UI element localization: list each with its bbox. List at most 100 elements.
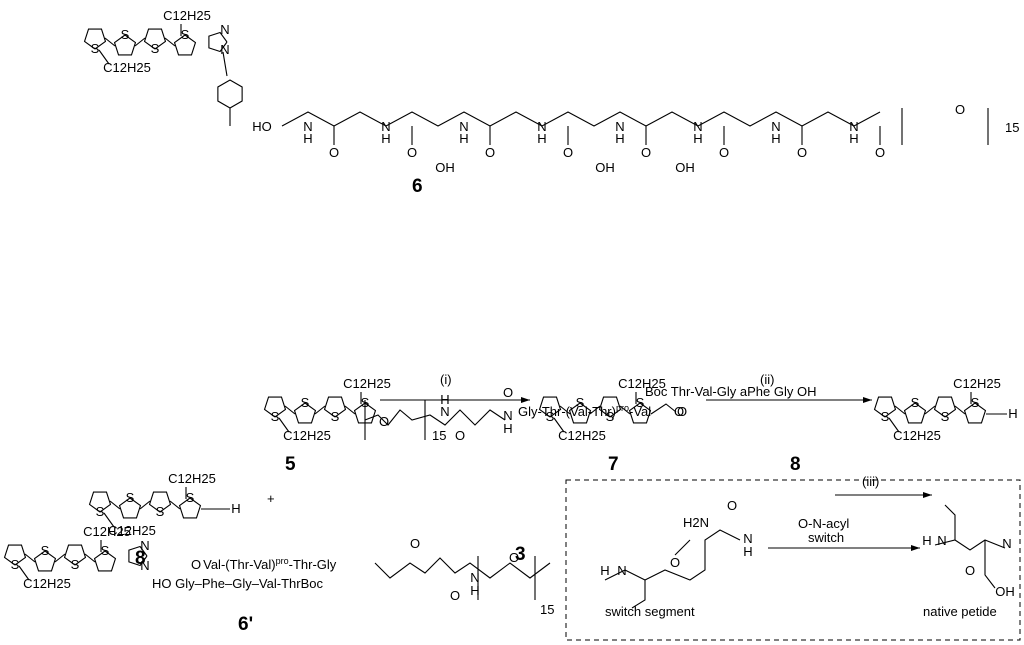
dodecyl-substituent: C12H25 — [343, 376, 391, 391]
carbonyl-oxygen: O — [407, 145, 417, 160]
reaction-arrow-ii-head — [863, 397, 872, 403]
dodecyl-substituent: C12H25 — [618, 376, 666, 391]
carbonyl-oxygen: O — [965, 563, 975, 578]
thiophene-ring — [903, 402, 927, 424]
carbonyl-oxygen: O — [450, 588, 460, 603]
thiophene-ring — [63, 544, 87, 566]
amide-hydrogen: H — [440, 392, 449, 407]
native-backbone — [934, 539, 1006, 551]
dodecyl-substituent: C12H25 — [23, 576, 71, 591]
amide-hydrogen: H — [743, 544, 752, 559]
sulfur-atom: S — [151, 41, 160, 56]
thiophene-link — [24, 553, 36, 563]
carbonyl-oxygen: O — [797, 145, 807, 160]
sulfur-atom: S — [361, 395, 370, 410]
reagent-iii: (iii) — [862, 474, 879, 489]
amide-nitrogen: N — [459, 119, 468, 134]
threonine-hydroxyl: OH — [675, 160, 695, 175]
ester-oxygen: O — [670, 555, 680, 570]
sulfur-atom: S — [271, 409, 280, 424]
thiophene-link — [139, 500, 151, 510]
bond — [553, 417, 565, 433]
aldehyde-oxygen: O — [677, 404, 687, 419]
thiophene-link — [314, 405, 326, 415]
thiophene-link — [284, 405, 296, 415]
amide-hydrogen: H — [537, 131, 546, 146]
sulfur-atom: S — [96, 504, 105, 519]
thiophene-ring — [3, 544, 27, 566]
dodecyl-substituent: C12H25 — [953, 376, 1001, 391]
sulfur-atom: S — [941, 409, 950, 424]
bond — [278, 417, 290, 433]
triazole-ring — [208, 31, 228, 53]
reagent-i: (i) — [440, 372, 452, 387]
thiophene-ring — [148, 491, 172, 513]
thiophene-link — [84, 553, 96, 563]
c6p-peptide-bottom: HO Gly–Phe–Gly–Val-ThrBoc — [152, 576, 323, 591]
compound-label-8-reactant: 8 — [135, 548, 146, 569]
threonine-hydroxyl: OH — [995, 584, 1015, 599]
thiophene-ring — [88, 491, 112, 513]
switch-backbone — [604, 529, 741, 581]
alkyne-hydrogen: H — [1008, 406, 1017, 421]
reagent-ii: (ii) — [760, 372, 774, 387]
amide-nitrogen: N — [470, 570, 479, 585]
inset-arrow-label-1: O-N-acyl — [798, 516, 849, 531]
c3-ester-oxygen: O — [674, 404, 684, 419]
amide-nitrogen: N — [303, 119, 312, 134]
nitrogen-atom: N — [220, 42, 229, 57]
c3-branch-peptide: Boc Thr-Val-Gly aPhe Gly OH — [645, 384, 816, 399]
threonine-side-chain — [984, 540, 996, 589]
reaction-arrow-iii-head — [923, 492, 932, 498]
compound-label-6: 6 — [412, 176, 423, 197]
sulfur-atom: S — [11, 557, 20, 572]
thiophene-ring — [568, 402, 592, 424]
thiophene-ring — [143, 28, 167, 50]
dodecyl-substituent: C12H25 — [283, 428, 331, 443]
thiophene-link — [619, 405, 631, 415]
amide-hydrogen: H — [693, 131, 702, 146]
sulfur-atom: S — [971, 395, 980, 410]
carbonyl-oxygen: O — [329, 145, 339, 160]
amide-nitrogen: N — [537, 119, 546, 134]
thiophene-link — [109, 500, 121, 510]
acyl-transfer-curve — [674, 539, 691, 556]
carbonyl-oxygen: O — [485, 145, 495, 160]
amide-nitrogen: N — [440, 404, 449, 419]
thiophene-link — [559, 405, 571, 415]
amide-hydrogen: H — [303, 131, 312, 146]
bond — [888, 417, 900, 433]
amide-nitrogen: N — [937, 533, 946, 548]
thiophene-ring — [173, 34, 197, 56]
dodecyl-substituent: C12H25 — [893, 428, 941, 443]
c3-backbone — [364, 409, 506, 426]
o-n-acyl-switch-inset — [565, 479, 1021, 641]
carbonyl-oxygen: O — [455, 428, 465, 443]
thiophene-ring — [933, 396, 957, 418]
amide-nitrogen: N — [771, 119, 780, 134]
amide-nitrogen: N — [693, 119, 702, 134]
amide-hydrogen: H — [849, 131, 858, 146]
compound-label-8: 8 — [790, 454, 801, 475]
sulfur-atom: S — [41, 543, 50, 558]
sulfur-atom: S — [606, 409, 615, 424]
carbonyl-oxygen: O — [641, 145, 651, 160]
sulfur-atom: S — [91, 41, 100, 56]
aldehyde — [650, 403, 677, 415]
thiophene-link — [134, 37, 146, 47]
carbonyl-oxygen: O — [875, 145, 885, 160]
amide-hydrogen: H — [615, 131, 624, 146]
sulfur-atom: S — [911, 395, 920, 410]
amide-hydrogen: H — [600, 563, 609, 578]
sulfur-atom: S — [576, 395, 585, 410]
amine: H2N — [683, 515, 709, 530]
carbonyl-oxygen: O — [727, 498, 737, 513]
thiophene-ring — [598, 396, 622, 418]
carbonyl-oxygen: O — [719, 145, 729, 160]
dodecyl-substituent: C12H25 — [163, 8, 211, 23]
ether-oxygen: O — [509, 550, 519, 565]
sulfur-atom: S — [101, 543, 110, 558]
thiophene-ring — [263, 396, 287, 418]
amide-nitrogen: N — [849, 119, 858, 134]
